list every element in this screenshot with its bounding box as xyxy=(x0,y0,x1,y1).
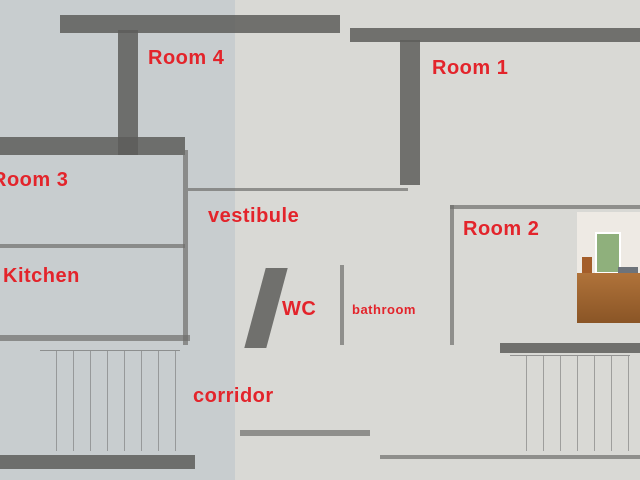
label-room-2: Room 2 xyxy=(463,218,540,240)
wall xyxy=(188,188,408,191)
wall xyxy=(450,205,454,345)
wall xyxy=(500,343,640,353)
wall xyxy=(183,150,188,345)
wall xyxy=(340,265,344,345)
label-room-3: Room 3 xyxy=(0,169,69,191)
label-wc: WC xyxy=(282,298,317,320)
wall xyxy=(240,430,370,436)
room-photo xyxy=(577,212,640,323)
stairs xyxy=(40,350,180,451)
label-room-4: Room 4 xyxy=(148,47,225,69)
wall xyxy=(350,28,640,42)
stairs xyxy=(510,355,630,451)
label-vestibule: vestibule xyxy=(208,205,300,227)
wall xyxy=(400,40,420,185)
wall xyxy=(380,455,640,459)
wall xyxy=(0,335,190,341)
label-bathroom: bathroom xyxy=(352,302,416,317)
label-corridor: corridor xyxy=(193,385,274,407)
wall xyxy=(0,244,185,248)
label-kitchen: Kitchen xyxy=(3,265,80,287)
wall xyxy=(0,137,185,155)
wall xyxy=(450,205,640,209)
wall xyxy=(0,455,195,469)
wood-floor xyxy=(577,273,640,323)
label-room-1: Room 1 xyxy=(432,57,509,79)
wall xyxy=(60,15,340,33)
wall xyxy=(118,30,138,155)
